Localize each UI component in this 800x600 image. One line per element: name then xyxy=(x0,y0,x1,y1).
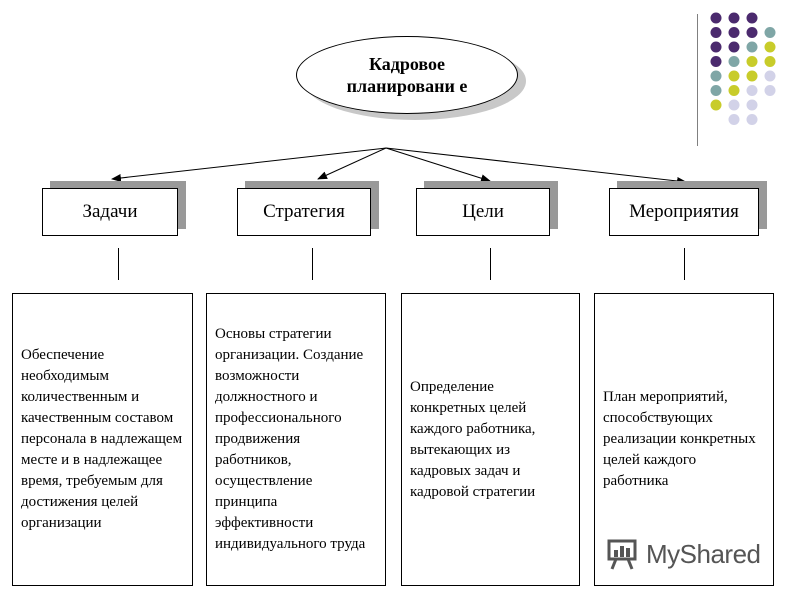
decorative-dot xyxy=(710,41,722,53)
connector-tick-goals xyxy=(490,248,491,280)
title-ellipse: Кадровое планировани е xyxy=(296,36,518,114)
decorative-dot xyxy=(746,114,758,125)
presentation-board-icon xyxy=(607,539,637,570)
decorative-dot xyxy=(746,12,758,24)
decorative-dot xyxy=(728,56,740,67)
decorative-dot xyxy=(728,41,740,53)
description-text-tasks: Обеспечение необходимым количественным и… xyxy=(21,347,183,531)
decorative-dot xyxy=(764,27,776,38)
decorative-dot xyxy=(710,12,722,24)
arrow-to-goals xyxy=(385,147,491,183)
watermark-logo: MyShared xyxy=(606,536,776,572)
description-text-strategy: Основы стратегии организации. Создание в… xyxy=(215,326,366,552)
decorative-dot xyxy=(728,85,740,96)
decorative-dot xyxy=(764,56,776,67)
decorative-dot xyxy=(710,85,722,96)
arrow-to-activities xyxy=(385,147,687,185)
decorative-dot xyxy=(728,114,740,125)
arrow-to-strategy xyxy=(317,147,387,180)
decorative-dot xyxy=(710,70,722,82)
decorative-dot xyxy=(746,56,758,67)
decorative-vertical-line xyxy=(697,14,698,146)
decorative-dot xyxy=(710,99,722,111)
connector-tick-activities xyxy=(684,248,685,280)
description-box-goals: Определение конкретных целей каждого раб… xyxy=(401,293,580,586)
description-box-strategy: Основы стратегии организации. Создание в… xyxy=(206,293,386,586)
header-activities: Мероприятия xyxy=(609,188,759,236)
connector-tick-tasks xyxy=(118,248,119,280)
decorative-dot xyxy=(746,27,758,38)
watermark-text: MyShared xyxy=(646,538,761,569)
description-text-goals: Определение конкретных целей каждого раб… xyxy=(410,378,536,500)
description-text-activities: План мероприятий, способствующих реализа… xyxy=(603,389,756,489)
title-text: Кадровое планировани е xyxy=(346,54,468,96)
decorative-dot xyxy=(746,41,758,53)
decorative-dot xyxy=(746,70,758,82)
decorative-dot xyxy=(746,85,758,96)
decorative-dot xyxy=(710,27,722,38)
decorative-dot-grid xyxy=(710,12,776,125)
decorative-dot xyxy=(728,12,740,24)
connector-tick-strategy xyxy=(312,248,313,280)
decorative-dot xyxy=(764,70,776,82)
decorative-dot xyxy=(710,56,722,67)
decorative-dot xyxy=(746,99,758,111)
header-strategy: Стратегия xyxy=(237,188,371,236)
decorative-dot xyxy=(764,41,776,53)
decorative-dot xyxy=(728,27,740,38)
header-tasks: Задачи xyxy=(42,188,178,236)
decorative-dot xyxy=(764,85,776,96)
arrow-to-tasks xyxy=(111,147,387,182)
description-box-tasks: Обеспечение необходимым количественным и… xyxy=(12,293,193,586)
decorative-dot xyxy=(728,70,740,82)
header-goals: Цели xyxy=(416,188,550,236)
title-node: Кадровое планировани е xyxy=(296,36,528,122)
decorative-dot xyxy=(728,99,740,111)
description-box-activities: План мероприятий, способствующих реализа… xyxy=(594,293,774,586)
